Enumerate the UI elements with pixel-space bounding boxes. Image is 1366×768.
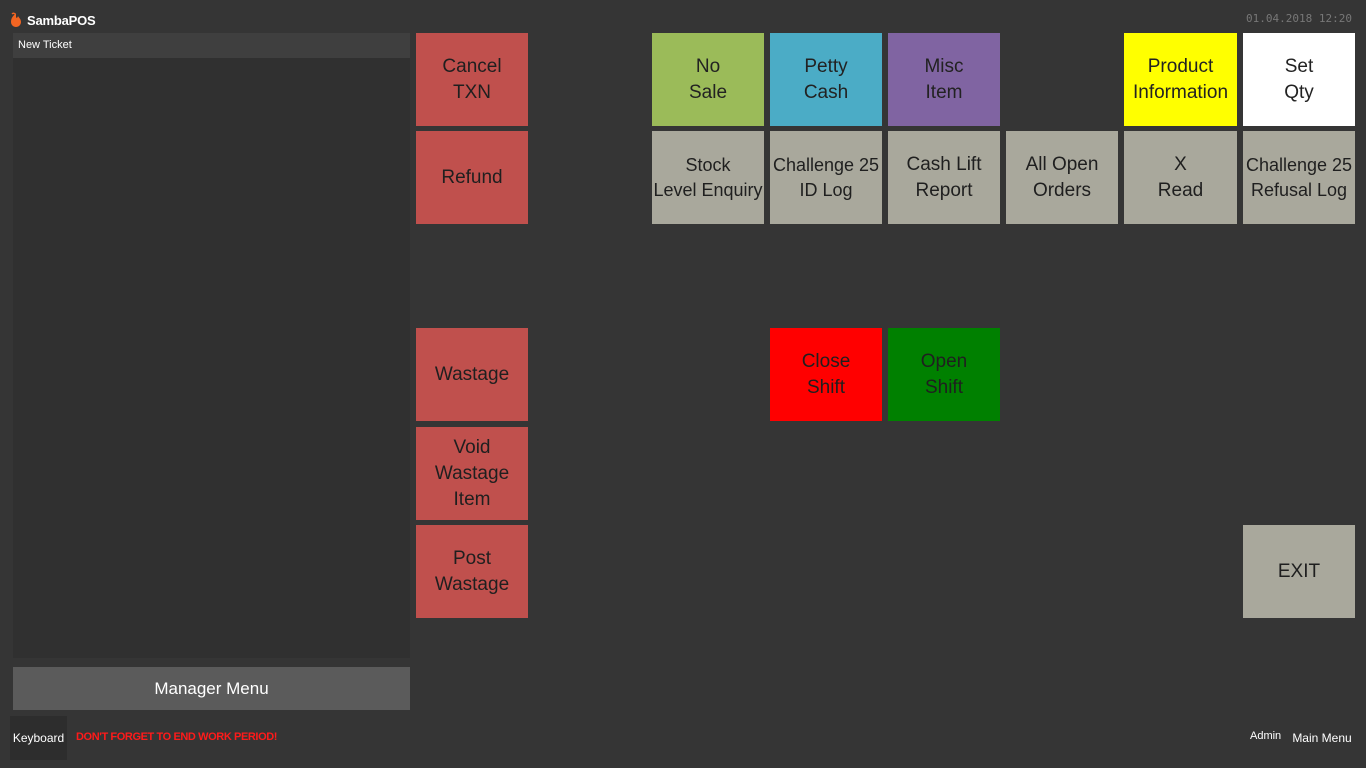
cancel-txn-button[interactable]: Cancel TXN: [416, 33, 528, 126]
sambapos-flame-icon: [11, 12, 21, 27]
ticket-panel: New Ticket: [13, 33, 410, 658]
close-shift-button[interactable]: Close Shift: [770, 328, 882, 421]
challenge25-id-log-button[interactable]: Challenge 25 ID Log: [770, 131, 882, 224]
refund-button[interactable]: Refund: [416, 131, 528, 224]
no-sale-button[interactable]: No Sale: [652, 33, 764, 126]
app-title: SambaPOS: [27, 12, 96, 28]
post-wastage-button[interactable]: Post Wastage: [416, 525, 528, 618]
all-open-orders-button[interactable]: All Open Orders: [1006, 131, 1118, 224]
misc-item-button[interactable]: Misc Item: [888, 33, 1000, 126]
x-read-button[interactable]: X Read: [1124, 131, 1237, 224]
product-information-button[interactable]: Product Information: [1124, 33, 1237, 126]
main-menu-button[interactable]: Main Menu: [1292, 731, 1352, 745]
keyboard-button[interactable]: Keyboard: [10, 716, 67, 760]
stock-level-enquiry-button[interactable]: Stock Level Enquiry: [652, 131, 764, 224]
wastage-button[interactable]: Wastage: [416, 328, 528, 421]
exit-button[interactable]: EXIT: [1243, 525, 1355, 618]
date-time: 01.04.2018 12:20: [1246, 12, 1352, 25]
challenge25-refusal-log-button[interactable]: Challenge 25 Refusal Log: [1243, 131, 1355, 224]
cash-lift-report-button[interactable]: Cash Lift Report: [888, 131, 1000, 224]
user-label: Admin: [1250, 730, 1282, 742]
petty-cash-button[interactable]: Petty Cash: [770, 33, 882, 126]
void-wastage-item-button[interactable]: Void Wastage Item: [416, 427, 528, 520]
app-logo: SambaPOS: [9, 10, 96, 30]
work-period-warning: DON'T FORGET TO END WORK PERIOD!: [76, 731, 278, 743]
ticket-header[interactable]: New Ticket: [13, 33, 410, 58]
open-shift-button[interactable]: Open Shift: [888, 328, 1000, 421]
set-qty-button[interactable]: Set Qty: [1243, 33, 1355, 126]
manager-menu-button[interactable]: Manager Menu: [13, 667, 410, 710]
